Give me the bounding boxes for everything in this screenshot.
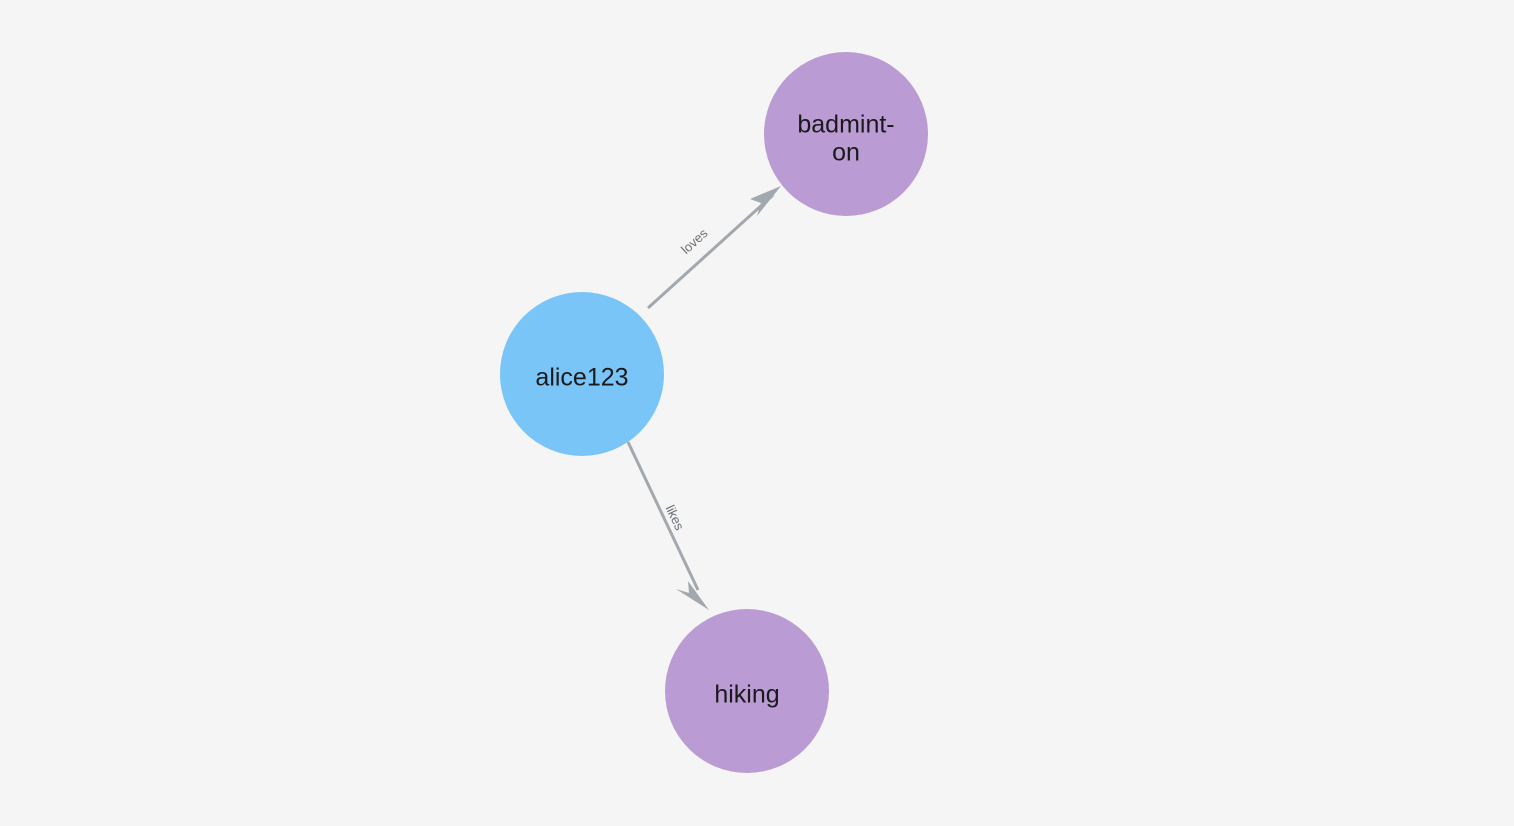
edge-alice123-loves-badminton[interactable]: loves [646,186,781,310]
node-alice123-circle[interactable] [500,292,664,456]
edge-label-likes: likes [663,503,688,533]
edge-arrowhead-loves [750,186,781,216]
node-badminton[interactable]: badmint- on [764,52,928,216]
edge-label-loves: loves [678,225,711,257]
node-hiking-circle[interactable] [665,609,829,773]
node-hiking[interactable]: hiking [665,609,829,773]
edge-alice123-likes-hiking[interactable]: likes [626,441,709,610]
edge-arrowhead-likes [676,581,709,610]
edge-line-likes [626,441,700,591]
edge-line-loves [646,193,775,310]
node-badminton-circle[interactable] [764,52,928,216]
node-alice123[interactable]: alice123 [500,292,664,456]
